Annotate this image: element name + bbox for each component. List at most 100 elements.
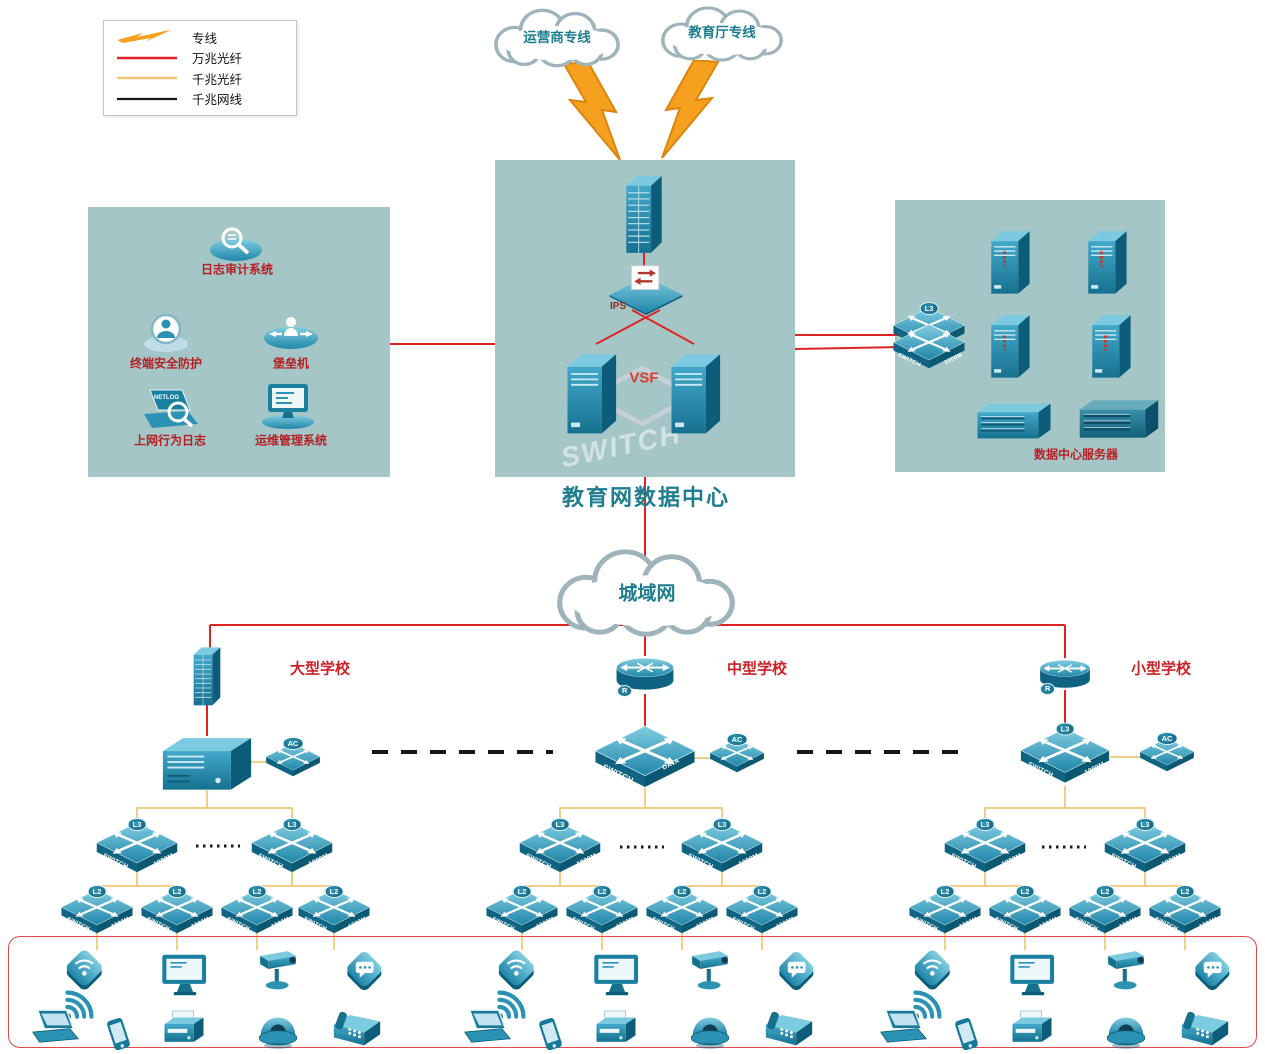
desk-phone-node <box>329 1010 385 1052</box>
desktop-node <box>591 952 643 999</box>
ptz-camera-node <box>252 945 304 994</box>
ac-badge: AC <box>282 737 304 750</box>
legend-label: 专线 <box>192 31 218 46</box>
l2-switch: L2 SWITCH 1000M <box>1068 885 1142 938</box>
desk-phone-icon <box>329 1010 385 1052</box>
printer-icon <box>158 1008 210 1049</box>
log-audit-system <box>204 223 268 263</box>
smartphone-icon <box>534 1014 566 1054</box>
medium-school-label: 中型学校 <box>726 660 788 678</box>
log-audit-label: 日志审计系统 <box>200 262 274 277</box>
cloud-isp-label: 运营商专线 <box>523 30 591 45</box>
smartphone-icon <box>950 1014 982 1054</box>
printer-node <box>590 1008 642 1049</box>
desktop-monitor-icon <box>159 952 211 999</box>
server-icon <box>666 347 722 437</box>
netlog-laptop-icon <box>144 389 198 428</box>
im-device-node <box>772 945 822 998</box>
dome-camera-node <box>253 1010 303 1051</box>
im-device-node <box>1188 945 1238 998</box>
l2-switch: L2 SWITCH 1000M <box>140 885 214 938</box>
l3-switch: L3 SWITCH 1000M <box>250 818 334 877</box>
legend-row-1g-fiber: 千兆光纤 <box>114 68 286 88</box>
black-ethernet-links <box>196 750 1086 849</box>
vsf-label: VSF <box>629 369 659 387</box>
ac-badge: AC <box>726 733 748 746</box>
ac-badge: AC <box>1156 732 1178 745</box>
server-icon <box>562 347 618 437</box>
chat-bubble-icon <box>1188 945 1238 998</box>
l2-switch: L2 SWITCH 1000M <box>725 885 799 938</box>
netlog-device: NETLOG <box>134 386 200 432</box>
medium-school-ac: AC <box>709 733 765 776</box>
ops-monitor-icon <box>262 384 314 429</box>
ops-management <box>258 382 318 430</box>
rack-icon <box>1076 397 1162 442</box>
ptz-camera-icon <box>684 945 736 994</box>
l2-switch: L2 SWITCH 1000M <box>485 885 559 938</box>
l3-switch: L3 SWITCH 1000M <box>518 818 602 877</box>
large-school-label: 大型学校 <box>289 660 351 678</box>
desktop-monitor-icon <box>1007 952 1059 999</box>
smartphone-node <box>950 1014 982 1054</box>
datacenter-switch-stack: L3 SWITCH 1000M <box>892 302 966 372</box>
router-badge: R <box>617 684 633 697</box>
laptop-node <box>458 1009 512 1046</box>
ptz-camera-node <box>1100 945 1152 994</box>
l3-badge: L3 <box>975 818 995 831</box>
medium-school-core-switch: SWITCH DATA CENTER <box>593 724 697 792</box>
large-school-core-chassis <box>159 735 255 792</box>
lightning-icon <box>117 30 171 44</box>
l2-badge: L2 <box>324 885 344 898</box>
core-server-1 <box>562 347 618 437</box>
l2-switch: L2 SWITCH 1000M <box>645 885 719 938</box>
datacenter-title: 教育网数据中心 <box>561 485 731 510</box>
printer-icon <box>1006 1008 1058 1049</box>
l2-switch: L2 SWITCH 1000M <box>565 885 639 938</box>
desk-phone-icon <box>1177 1010 1233 1052</box>
switch-icon <box>593 724 697 788</box>
im-device-node <box>340 945 390 998</box>
l2-switch: L2 SWITCH 1000M <box>220 885 294 938</box>
legend-label: 千兆光纤 <box>192 72 243 87</box>
l3-switch: L3 SWITCH 1000M <box>1103 818 1187 877</box>
small-school-label: 小型学校 <box>1130 660 1192 678</box>
l2-switch: L2 SWITCH 1000M <box>297 885 371 938</box>
l2-switch: L2 SWITCH 1000M <box>60 885 134 938</box>
server-panel-label: 数据中心服务器 <box>1033 447 1119 462</box>
smartphone-icon <box>102 1014 134 1054</box>
dc-server <box>1088 310 1132 381</box>
desktop-node <box>1007 952 1059 999</box>
medium-school-router: R <box>613 653 677 697</box>
ips-label: IPS <box>610 301 627 312</box>
yellow-1g-fiber-links <box>96 756 1186 950</box>
l2-badge: L2 <box>935 885 955 898</box>
ips-device: IPS <box>604 264 688 320</box>
core-firewall <box>621 172 667 257</box>
small-school-router: R <box>1037 655 1093 695</box>
l2-badge: L2 <box>87 885 107 898</box>
dc-server <box>987 226 1031 297</box>
l3-badge: L3 <box>919 302 939 315</box>
printer-node <box>158 1008 210 1049</box>
l2-badge: L2 <box>752 885 772 898</box>
smartphone-node <box>102 1014 134 1054</box>
dome-camera-icon <box>1101 1010 1151 1051</box>
l2-switch: L2 SWITCH 1000M <box>988 885 1062 938</box>
l3-switch: L3 SWITCH 1000M <box>680 818 764 877</box>
dc-server <box>987 310 1031 381</box>
l2-switch: L2 SWITCH 1000M <box>1148 885 1222 938</box>
large-school-gateway <box>189 644 225 708</box>
desk-phone-icon <box>761 1010 817 1052</box>
l3-badge: L3 <box>550 818 570 831</box>
bastion-icon <box>264 317 318 349</box>
dome-camera-icon <box>685 1010 735 1051</box>
server-marking <box>1100 251 1103 267</box>
l3-badge: L3 <box>1055 722 1075 735</box>
server-marking <box>1003 335 1006 351</box>
desktop-monitor-icon <box>591 952 643 999</box>
laptop-node <box>874 1009 928 1046</box>
lightning-bolt-left <box>562 59 622 165</box>
small-school-core-switch: L3 SWITCH 1000M <box>1019 722 1111 788</box>
server-marking <box>1104 335 1107 351</box>
